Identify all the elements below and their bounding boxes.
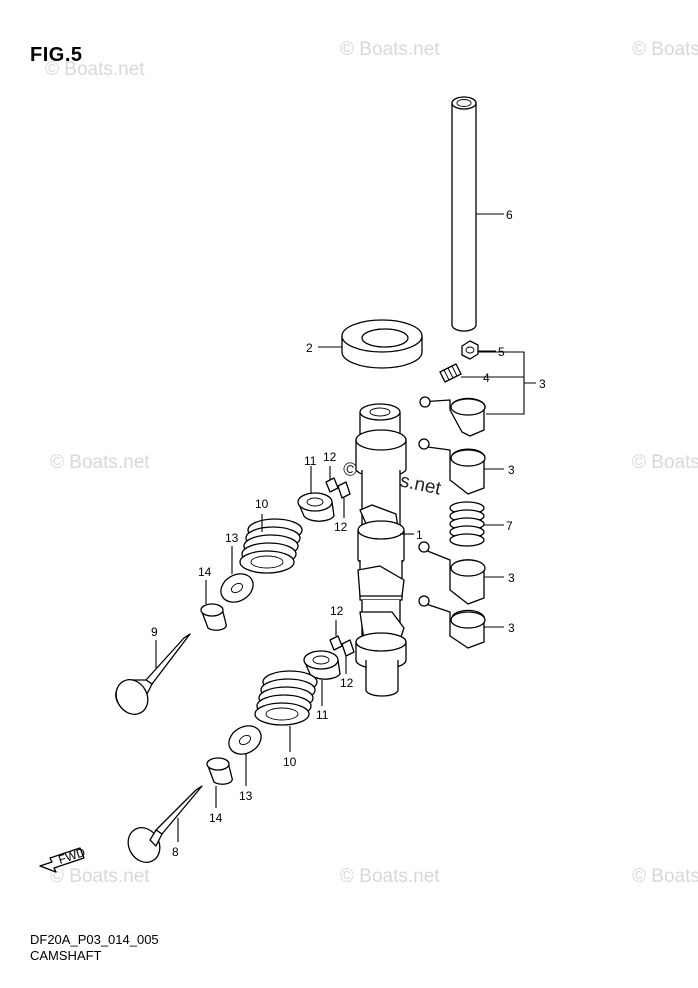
- callout-label: 12: [340, 676, 354, 690]
- diagram-name: CAMSHAFT: [30, 948, 102, 963]
- callout-label: 14: [198, 565, 212, 579]
- callout-label: 11: [304, 454, 317, 468]
- part-tube: [451, 96, 504, 332]
- callout-label: 12: [330, 604, 344, 618]
- callout-label: 12: [323, 450, 337, 464]
- callout-label: 9: [151, 625, 158, 639]
- part-spring-seat: [220, 546, 254, 603]
- callout-label: 10: [283, 755, 297, 769]
- callout-label: 6: [506, 208, 513, 222]
- callout-label: 8: [172, 845, 179, 859]
- part-valve-seal: [206, 757, 233, 808]
- part-spring: [449, 501, 504, 547]
- part-adjust-screw: [439, 363, 480, 383]
- part-rocker-arm: [419, 396, 486, 437]
- callout-label: 3: [508, 621, 515, 635]
- callout-label: 5: [498, 345, 505, 359]
- callout-label: 7: [506, 519, 513, 533]
- part-valve-seal: [200, 580, 227, 631]
- callout-label: 14: [209, 811, 223, 825]
- part-rocker-arm: [418, 438, 486, 495]
- part-rocker-arm: [418, 541, 486, 605]
- watermark: © Boats.net: [632, 452, 698, 473]
- bracket-line: [478, 351, 536, 415]
- part-rocker-arm: [418, 595, 486, 649]
- figure-title: FIG.5: [30, 44, 83, 66]
- callout-label: 10: [255, 497, 269, 511]
- part-valve-cotter: [325, 466, 351, 518]
- callout-label: 2: [306, 341, 313, 355]
- callout-label: 3: [508, 571, 515, 585]
- callout-label: 12: [334, 520, 348, 534]
- part-valve-retainer: [297, 466, 335, 522]
- watermark: © Boats.net: [632, 39, 698, 60]
- callout-label: 3: [539, 377, 546, 391]
- watermark: © Boats.net: [340, 866, 440, 887]
- callout-label: 4: [483, 371, 490, 385]
- fwd-label: FWD: [57, 845, 88, 867]
- watermark: © Boats.net: [45, 59, 145, 80]
- part-valve-cotter: [329, 620, 355, 674]
- part-valve-spring: [239, 514, 303, 574]
- part-valve: [127, 785, 203, 863]
- callout-label: 11: [316, 708, 329, 722]
- part-valve: [115, 633, 191, 715]
- callout-label: 13: [239, 789, 253, 803]
- part-valve-spring: [254, 670, 318, 752]
- diagram-code: DF20A_P03_014_005: [30, 932, 159, 947]
- watermark: © Boats.net: [340, 39, 440, 60]
- part-oil-seal: [318, 319, 423, 369]
- part-valve-retainer: [303, 650, 341, 706]
- watermark: © Boats.net: [50, 866, 150, 887]
- callouts: 6 2 5 4 3 3 7 3 3 1 11 12 12 10 13 14 9 …: [151, 208, 546, 859]
- part-camshaft: [355, 403, 414, 697]
- watermark: © Boats.net: [50, 452, 150, 473]
- callout-label: 3: [508, 463, 515, 477]
- callout-label: 13: [225, 531, 239, 545]
- part-nut: [461, 340, 496, 360]
- watermark: © Boats.net: [632, 866, 698, 887]
- part-spring-seat: [228, 725, 262, 786]
- callout-label: 1: [416, 528, 423, 542]
